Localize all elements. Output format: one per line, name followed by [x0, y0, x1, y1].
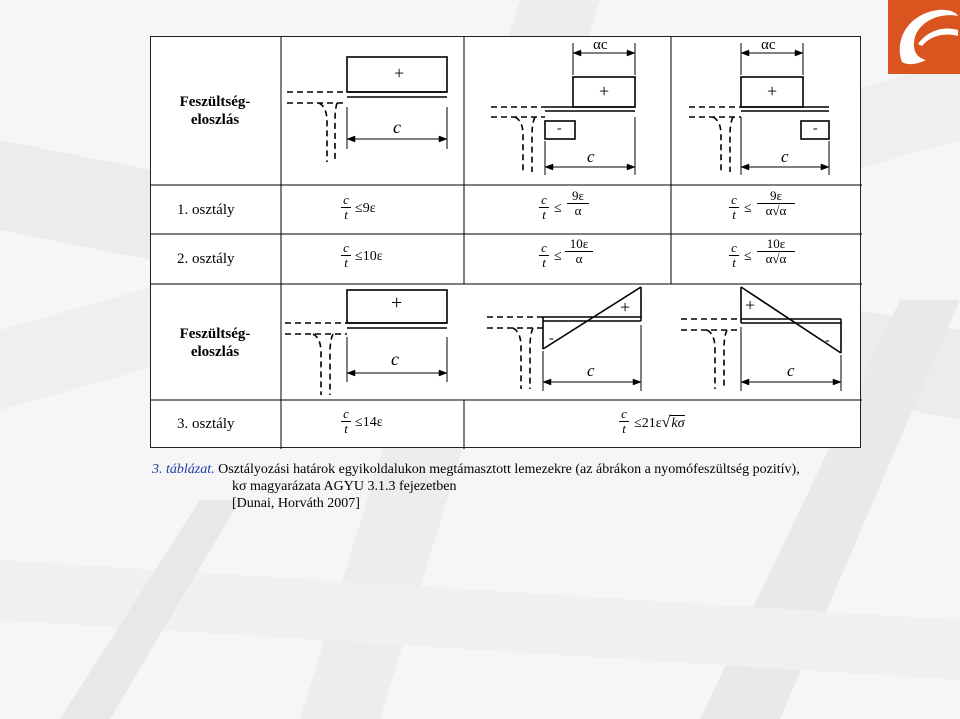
plus-sign: + [745, 295, 756, 315]
plus-sign: + [620, 297, 631, 317]
row-label-class-1: 1. osztály [177, 202, 235, 218]
classification-table: Feszültség- eloszlás 1. osztály 2. osztá… [150, 36, 862, 449]
dimension-alpha-c: αc [761, 37, 776, 53]
minus-sign: - [813, 121, 818, 136]
diagram-r1c2 [491, 43, 636, 175]
row-label-stress-distribution-2: Feszültség- eloszlás [179, 326, 251, 360]
dimension-c: c [393, 117, 401, 137]
caption-line-2: kσ magyarázata AGYU 3.1.3 fejezetben [232, 479, 457, 494]
less-equal: ≤ [744, 201, 752, 216]
less-equal: ≤ [554, 201, 562, 216]
logo-icon [888, 0, 960, 74]
minus-sign: - [549, 331, 554, 346]
diagram-r4c1 [285, 289, 448, 395]
formula-r3c2: ≤21ε√kσ [634, 414, 686, 431]
diagram-r4c2 [487, 286, 642, 391]
dimension-c: c [587, 147, 595, 166]
diagram-r1c1 [287, 56, 448, 162]
diagram-r1c3 [689, 43, 830, 175]
plus-sign: + [767, 81, 778, 101]
dimension-c: c [391, 349, 399, 369]
caption-line-1: 3. táblázat. Osztályozási határok egyiko… [152, 462, 800, 477]
diagram-r4c3 [681, 286, 842, 391]
row-label-stress-distribution-1: Feszültség- eloszlás [179, 94, 251, 128]
dimension-alpha-c: αc [593, 37, 608, 53]
table-diagrams [151, 37, 862, 449]
dimension-c: c [587, 361, 595, 380]
plus-sign: + [391, 292, 403, 314]
row-label-class-3: 3. osztály [177, 416, 235, 432]
formula-r1c1: ≤9ε [355, 201, 376, 216]
plus-sign: + [394, 63, 405, 83]
table-caption: 3. táblázat. Osztályozási határok egyiko… [152, 461, 912, 512]
plus-sign: + [599, 81, 610, 101]
less-equal: ≤ [744, 249, 752, 264]
dimension-c: c [781, 147, 789, 166]
caption-label: 3. táblázat. [152, 462, 215, 477]
dimension-c: c [787, 361, 795, 380]
row-label-class-2: 2. osztály [177, 251, 235, 267]
formula-r3c1: ≤14ε [355, 415, 383, 430]
minus-sign: - [557, 121, 562, 136]
less-equal: ≤ [554, 249, 562, 264]
minus-sign: - [825, 333, 830, 348]
formula-r2c1: ≤10ε [355, 249, 383, 264]
caption-line-3: [Dunai, Horváth 2007] [232, 496, 360, 511]
